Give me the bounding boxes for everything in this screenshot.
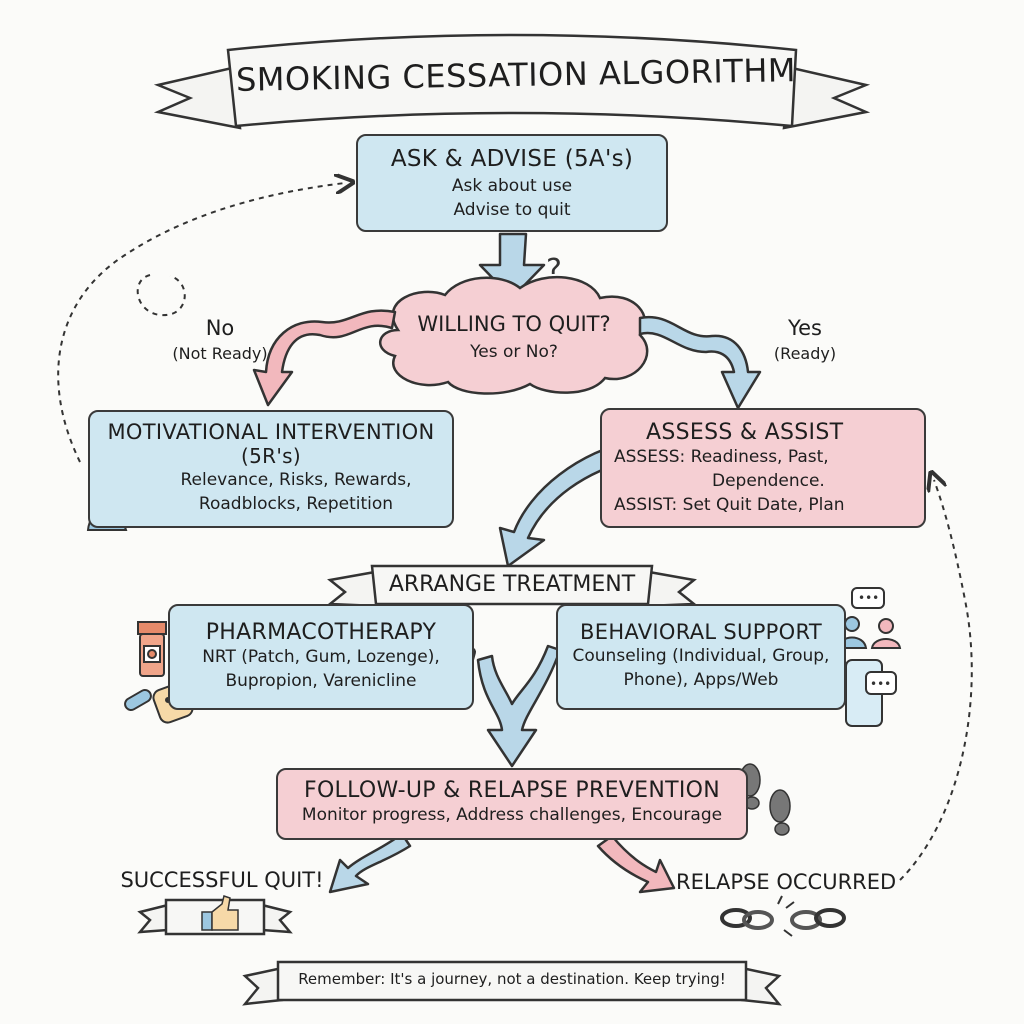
- motivational-line2: Roadblocks, Repetition: [198, 494, 394, 514]
- assess-assist-heading: ASSESS & ASSIST: [646, 420, 844, 445]
- motivational-heading2: (5R's): [241, 444, 301, 468]
- loop-circle: [136, 274, 186, 317]
- thumbs-up-icon: [201, 895, 239, 931]
- ask-advise-heading: ASK & ADVISE (5A's): [390, 146, 634, 172]
- assess-line2: Dependence.: [712, 471, 825, 491]
- behavioral-box: BEHAVIORAL SUPPORT Counseling (Individua…: [556, 604, 846, 710]
- willing-cloud: [378, 275, 649, 395]
- footer-banner: [242, 960, 782, 1006]
- followup-line1: Monitor progress, Address challenges, En…: [301, 805, 723, 825]
- pharmacotherapy-line2: Bupropion, Varenicline: [225, 671, 417, 691]
- assess-assist-box: ASSESS & ASSIST ASSESS: Readiness, Past,…: [600, 408, 926, 528]
- ask-advise-line2: Advise to quit: [453, 200, 571, 220]
- behavioral-line2: Phone), Apps/Web: [623, 670, 779, 690]
- followup-heading: FOLLOW-UP & RELAPSE PREVENTION: [303, 778, 720, 803]
- motivational-heading: MOTIVATIONAL INTERVENTION: [107, 420, 435, 444]
- pharmacotherapy-box: PHARMACOTHERAPY NRT (Patch, Gum, Lozenge…: [168, 604, 474, 710]
- arrow-no-branch: [252, 309, 397, 407]
- footer-text: Remember: It's a journey, not a destinat…: [298, 970, 726, 988]
- capsule-icon: [124, 689, 152, 711]
- pharmacotherapy-line1: NRT (Patch, Gum, Lozenge),: [202, 647, 440, 667]
- relapse-loop-arrow: [899, 480, 973, 881]
- followup-box: FOLLOW-UP & RELAPSE PREVENTION Monitor p…: [276, 768, 748, 840]
- arrow-to-relapse: [596, 834, 676, 894]
- ask-advise-line1: Ask about use: [451, 176, 573, 196]
- phone-chat-icon: •••: [845, 659, 897, 727]
- relapse-label: RELAPSE OCCURRED: [676, 870, 897, 894]
- title-banner: [153, 33, 871, 130]
- ask-advise-box: ASK & ADVISE (5A's) Ask about use Advise…: [356, 134, 668, 232]
- behavioral-heading: BEHAVIORAL SUPPORT: [580, 620, 822, 644]
- branch-no-sub: (Not Ready): [172, 344, 268, 363]
- arrow-yes-branch: [638, 315, 762, 410]
- arrow-to-success: [328, 832, 412, 894]
- pharmacotherapy-heading: PHARMACOTHERAPY: [205, 620, 437, 645]
- svg-text:•••: •••: [870, 677, 891, 691]
- willing-sub: Yes or No?: [470, 342, 558, 362]
- assist-line3: ASSIST: Set Quit Date, Plan: [614, 495, 845, 515]
- arrow-ask-to-willing: [478, 232, 546, 300]
- branch-yes-sub: (Ready): [773, 344, 837, 363]
- arrow-merge-to-followup: [476, 644, 562, 768]
- motivational-line1: Relevance, Risks, Rewards,: [180, 470, 412, 490]
- assess-line1: ASSESS: Readiness, Past,: [614, 447, 829, 467]
- pill-bottle-icon: [137, 621, 167, 677]
- arrange-label: ARRANGE TREATMENT: [388, 572, 636, 597]
- motivational-box: MOTIVATIONAL INTERVENTION (5R's) Relevan…: [88, 410, 454, 528]
- svg-text:•••: •••: [858, 591, 879, 605]
- loop-back-arrow: [57, 183, 345, 463]
- people-chat-icon: •••: [836, 587, 902, 649]
- behavioral-line1: Counseling (Individual, Group,: [572, 646, 830, 666]
- willing-heading: WILLING TO QUIT?: [417, 312, 611, 336]
- broken-chain-icon: [720, 895, 846, 937]
- branch-yes-label: Yes: [788, 316, 822, 340]
- success-label: SUCCESSFUL QUIT!: [120, 868, 324, 892]
- branch-no-label: No: [205, 316, 235, 340]
